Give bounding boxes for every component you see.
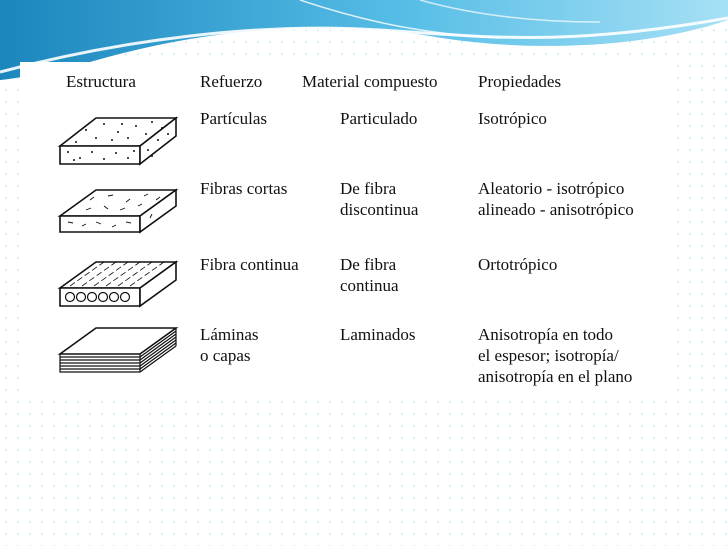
row2-refuerzo: Fibras cortas <box>200 179 288 198</box>
row4-refuerzo: Láminas o capas <box>200 325 259 365</box>
row2-material: De fibra discontinua <box>340 179 419 219</box>
row1-material: Particulado <box>340 109 418 128</box>
row1-refuerzo: Partículas <box>200 109 268 128</box>
row2-propiedades: Aleatorio - isotrópico alineado - anisot… <box>478 179 634 219</box>
laminate-stack-icon <box>57 327 179 373</box>
header-material-compuesto: Material compuesto <box>302 72 438 91</box>
composite-classification-table: Estructura Refuerzo Material compuesto P… <box>20 62 676 398</box>
header-refuerzo: Refuerzo <box>200 72 263 91</box>
particle-block-icon <box>57 116 179 166</box>
row4-material: Laminados <box>340 325 416 344</box>
row3-refuerzo: Fibra continua <box>200 255 299 274</box>
continuous-fiber-block-icon <box>57 260 179 308</box>
short-fiber-block-icon <box>57 188 179 234</box>
header-wave-banner <box>0 0 728 80</box>
row3-material: De fibra continua <box>340 255 399 295</box>
row4-propiedades: Anisotropía en todo el espesor; isotropí… <box>478 325 633 386</box>
row3-propiedades: Ortotrópico <box>478 255 558 274</box>
row1-propiedades: Isotrópico <box>478 109 547 128</box>
header-estructura: Estructura <box>66 72 136 91</box>
header-propiedades: Propiedades <box>478 72 562 91</box>
